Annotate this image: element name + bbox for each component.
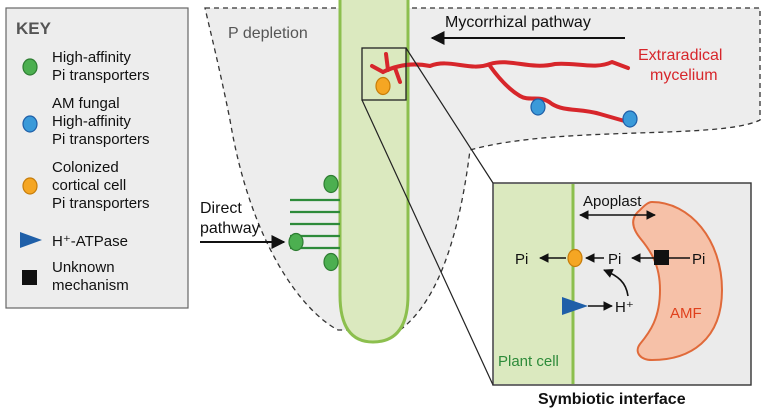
- root: [338, 0, 410, 344]
- key-item-2-line3: Pi transporters: [52, 131, 150, 148]
- root-transporter-3: [323, 252, 339, 272]
- plant-cell-label: Plant cell: [498, 353, 559, 370]
- key-item-1-line2: Pi transporters: [52, 67, 150, 84]
- key-blue-circle-icon: [22, 115, 38, 133]
- direct-pathway-label-line1: Direct: [200, 200, 242, 217]
- direct-pathway-label-line2: pathway: [200, 220, 260, 237]
- zoom-box: [361, 47, 407, 101]
- symbiotic-interface-caption: Symbiotic interface: [538, 391, 686, 408]
- zoom-line-top: [405, 47, 494, 184]
- pi-left-label: Pi: [515, 251, 528, 268]
- key-black-square-icon: [22, 270, 37, 285]
- key-item-3-line2: cortical cell: [52, 177, 126, 194]
- amf-label: AMF: [670, 305, 702, 322]
- extraradical-label-line2: mycelium: [650, 67, 718, 84]
- symbiotic-inset: Apoplast Pi Pi Pi H⁺ AMF Plant cell: [492, 182, 752, 386]
- inset-unknown-mechanism: [654, 250, 669, 265]
- mycorrhizal-pathway-label: Mycorrhizal pathway: [445, 14, 591, 31]
- key-item-4-line1: H⁺-ATPase: [52, 233, 128, 250]
- amf-transporter-1: [530, 98, 546, 116]
- key-item-3-line3: Pi transporters: [52, 195, 150, 212]
- pi-mid-label: Pi: [608, 251, 621, 268]
- key-item-5-line2: mechanism: [52, 277, 129, 294]
- colonized-cell-transporter: [375, 76, 391, 96]
- key-item-1-line1: High-affinity: [52, 49, 131, 66]
- zoom-line-bottom: [361, 99, 494, 386]
- apoplast-label: Apoplast: [583, 193, 642, 210]
- key-item-5-line1: Unknown: [52, 259, 115, 276]
- key-panel: KEY High-affinity Pi transporters AM fun…: [5, 7, 189, 309]
- pi-right-label: Pi: [692, 251, 705, 268]
- extraradical-label-line1: Extraradical: [638, 47, 722, 64]
- inset-cortical-transporter: [567, 248, 583, 268]
- root-transporter-2: [288, 232, 304, 252]
- key-item-2-line1: AM fungal: [52, 95, 120, 112]
- inset-atpase-triangle: [562, 297, 588, 315]
- key-atpase-triangle-icon: [20, 232, 42, 248]
- h-plus-label: H⁺: [615, 299, 634, 316]
- key-green-circle-icon: [22, 58, 38, 76]
- plant-cell-region: [494, 184, 572, 384]
- h-plus-curved-arrow: [603, 268, 629, 297]
- key-title: KEY: [16, 19, 52, 38]
- root-transporter-1: [323, 174, 339, 194]
- key-orange-circle-icon: [22, 177, 38, 195]
- key-item-3-line1: Colonized: [52, 159, 119, 176]
- amf-transporter-2: [622, 110, 638, 128]
- p-depletion-label: P depletion: [228, 25, 308, 42]
- key-item-2-line2: High-affinity: [52, 113, 131, 130]
